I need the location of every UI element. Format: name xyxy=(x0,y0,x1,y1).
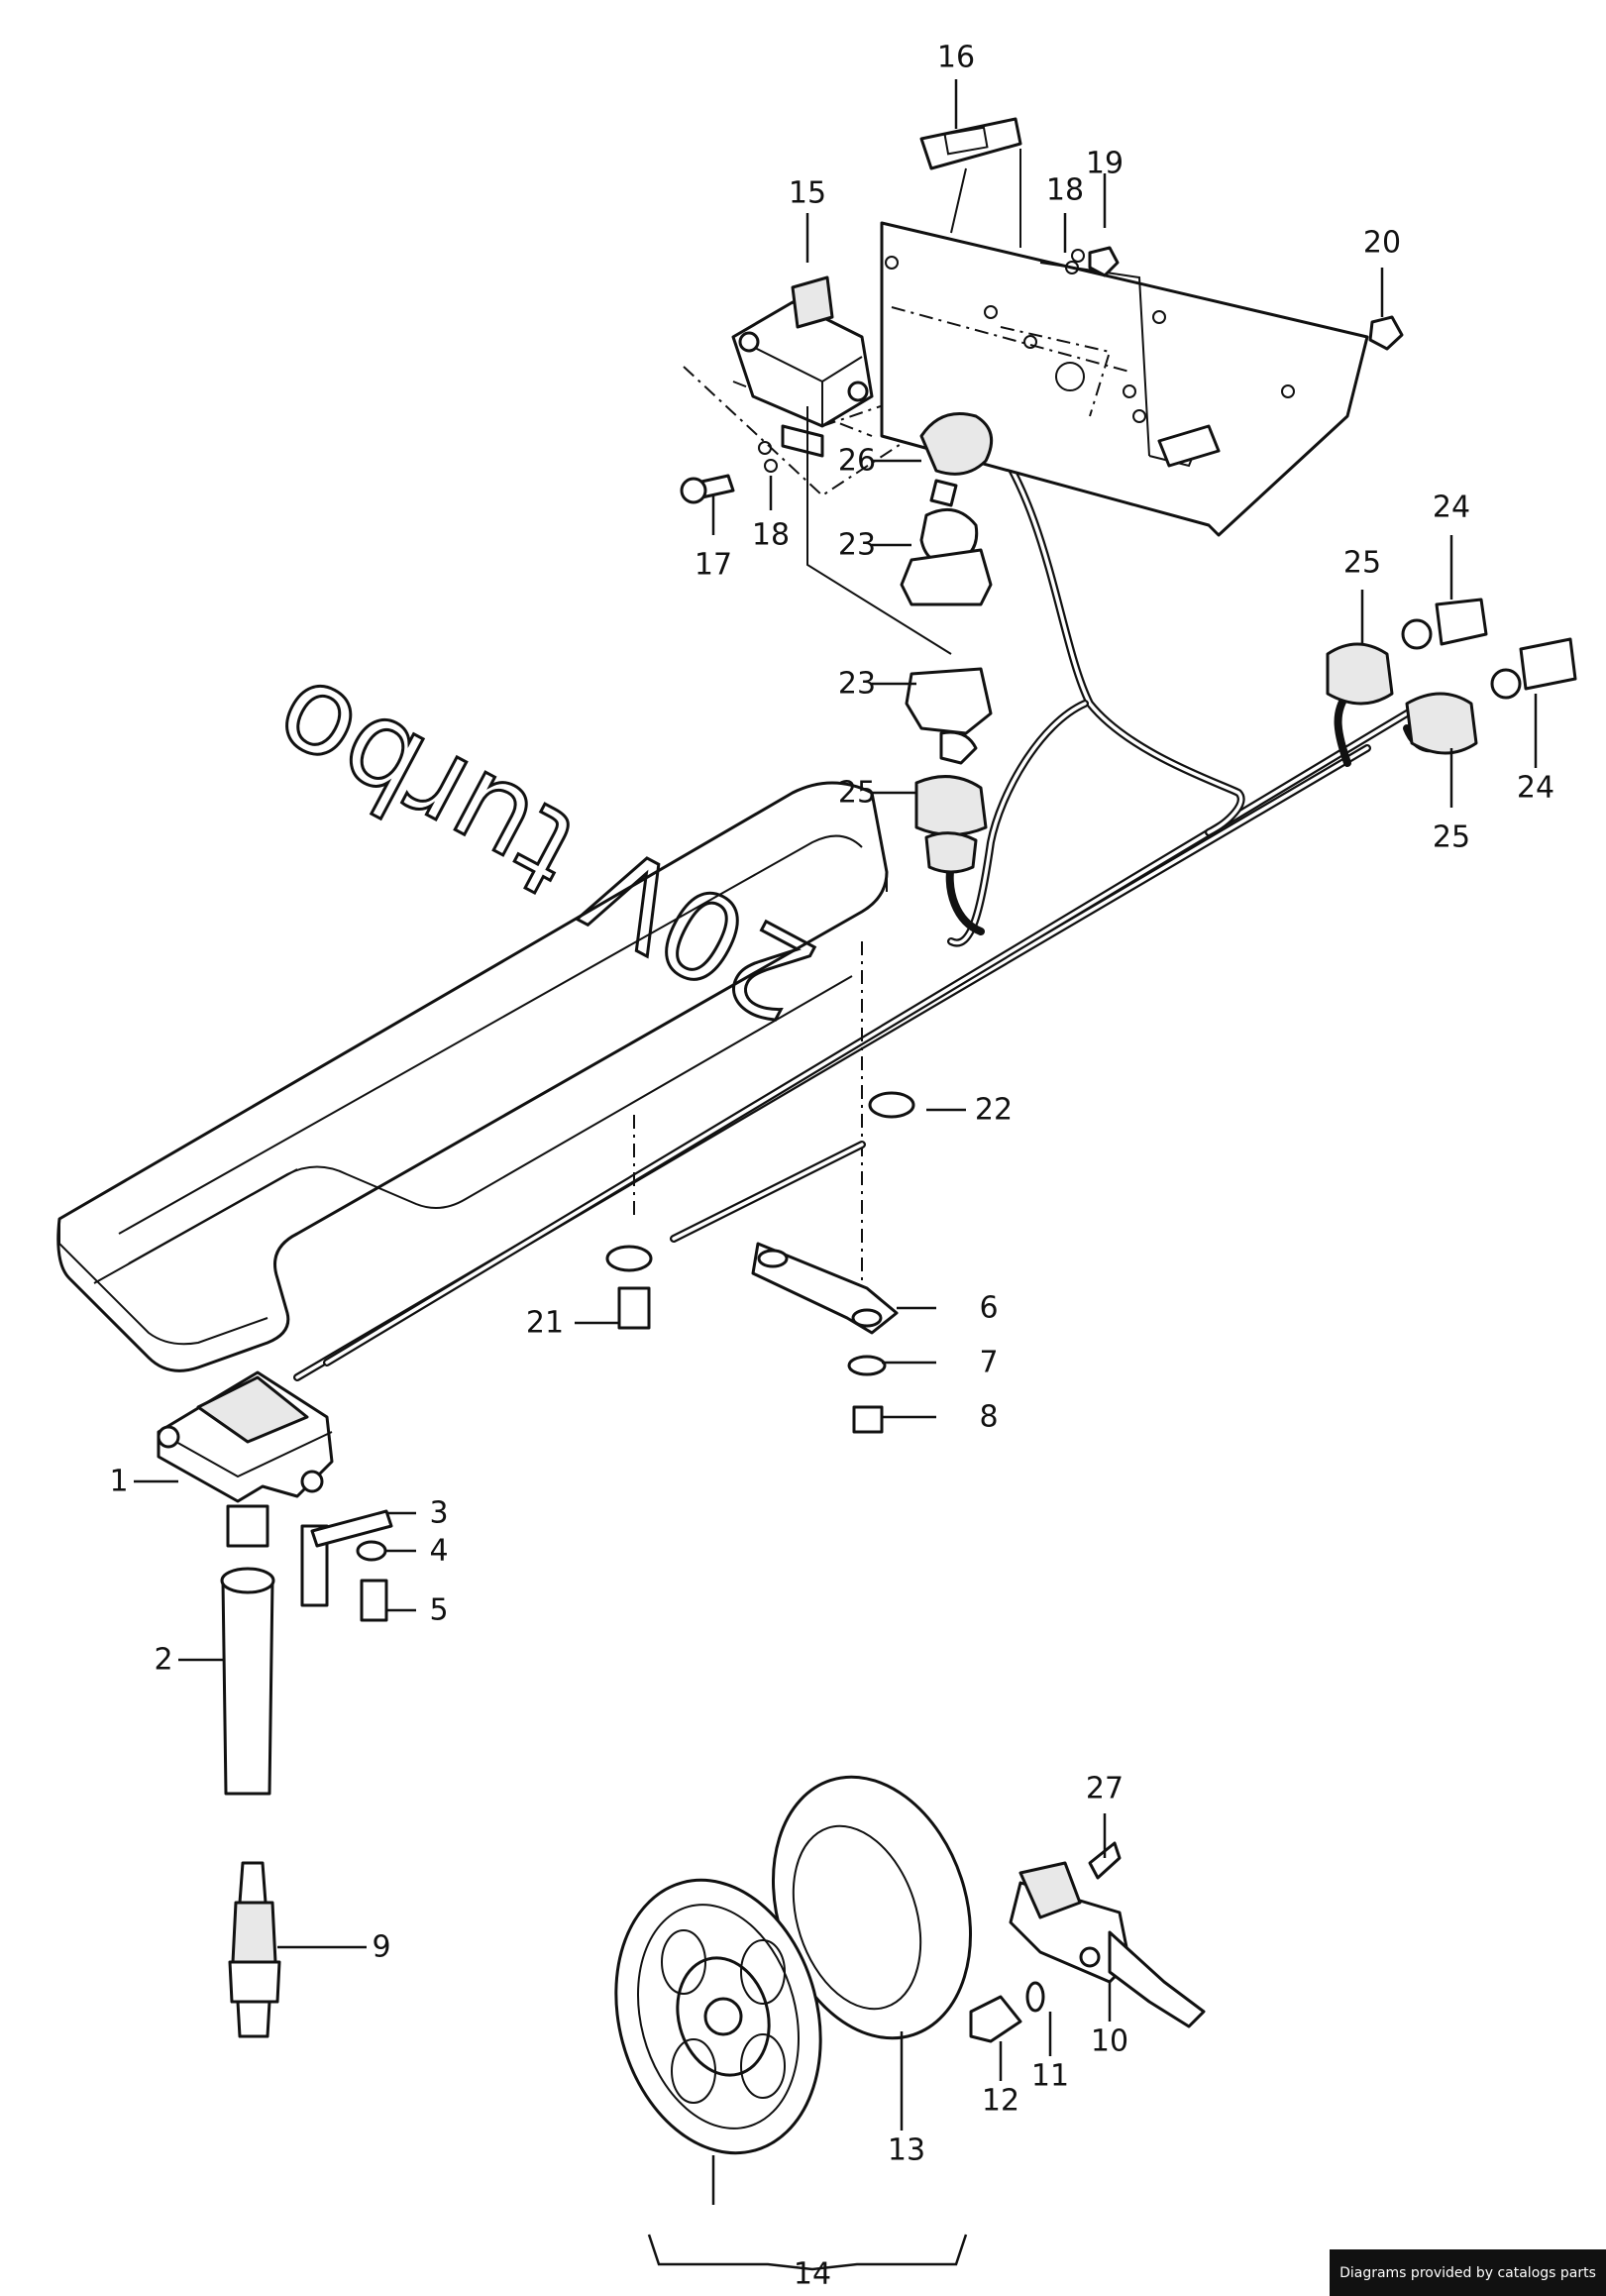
ground-strap-hardware xyxy=(605,941,915,1434)
callout-1: 1 xyxy=(109,1465,128,1499)
callout-23a: 23 xyxy=(838,528,876,563)
leader-lines xyxy=(134,79,1538,2271)
camshaft-sprocket-assembly xyxy=(614,1775,973,2155)
callout-9: 9 xyxy=(372,1930,390,1965)
diagram-credit-badge: Diagrams provided by catalogs parts xyxy=(1330,2249,1606,2296)
callout-24a: 24 xyxy=(1433,491,1470,525)
callout-8: 8 xyxy=(979,1400,998,1435)
callout-labels: 1 2 3 4 5 6 7 8 9 10 11 12 13 14 15 16 1… xyxy=(109,41,1554,2292)
callout-20: 20 xyxy=(1363,226,1401,261)
callout-10: 10 xyxy=(1091,2024,1128,2059)
hall-sender-assembly xyxy=(969,1841,1206,2043)
connectors xyxy=(806,406,1577,874)
callout-27: 27 xyxy=(1086,1772,1124,1806)
callout-14: 14 xyxy=(794,2257,831,2292)
callout-18b: 18 xyxy=(752,518,790,553)
callout-25b: 25 xyxy=(838,776,876,811)
callout-22: 22 xyxy=(975,1093,1013,1128)
callout-19: 19 xyxy=(1086,147,1124,181)
callout-26: 26 xyxy=(838,444,876,479)
callout-13: 13 xyxy=(888,2133,925,2168)
callout-3: 3 xyxy=(429,1496,448,1531)
callout-17: 17 xyxy=(695,548,732,583)
callout-21: 21 xyxy=(526,1306,564,1341)
callout-16: 16 xyxy=(937,41,975,75)
callout-5: 5 xyxy=(429,1593,448,1628)
callout-25a: 25 xyxy=(1343,546,1381,581)
control-unit-bracket xyxy=(680,117,1404,537)
callout-25c: 25 xyxy=(1433,820,1470,855)
callout-6: 6 xyxy=(979,1291,998,1326)
callout-7: 7 xyxy=(979,1346,998,1380)
callout-23b: 23 xyxy=(838,667,876,702)
wiring-harness xyxy=(293,432,1450,1381)
callout-11: 11 xyxy=(1031,2059,1069,2094)
callout-15: 15 xyxy=(789,176,826,211)
callout-4: 4 xyxy=(429,1534,448,1569)
callout-12: 12 xyxy=(982,2084,1019,2119)
ignition-coil-assembly xyxy=(157,1370,393,2038)
callout-18a: 18 xyxy=(1046,173,1084,208)
callout-24b: 24 xyxy=(1517,771,1554,806)
callout-2: 2 xyxy=(154,1643,172,1678)
